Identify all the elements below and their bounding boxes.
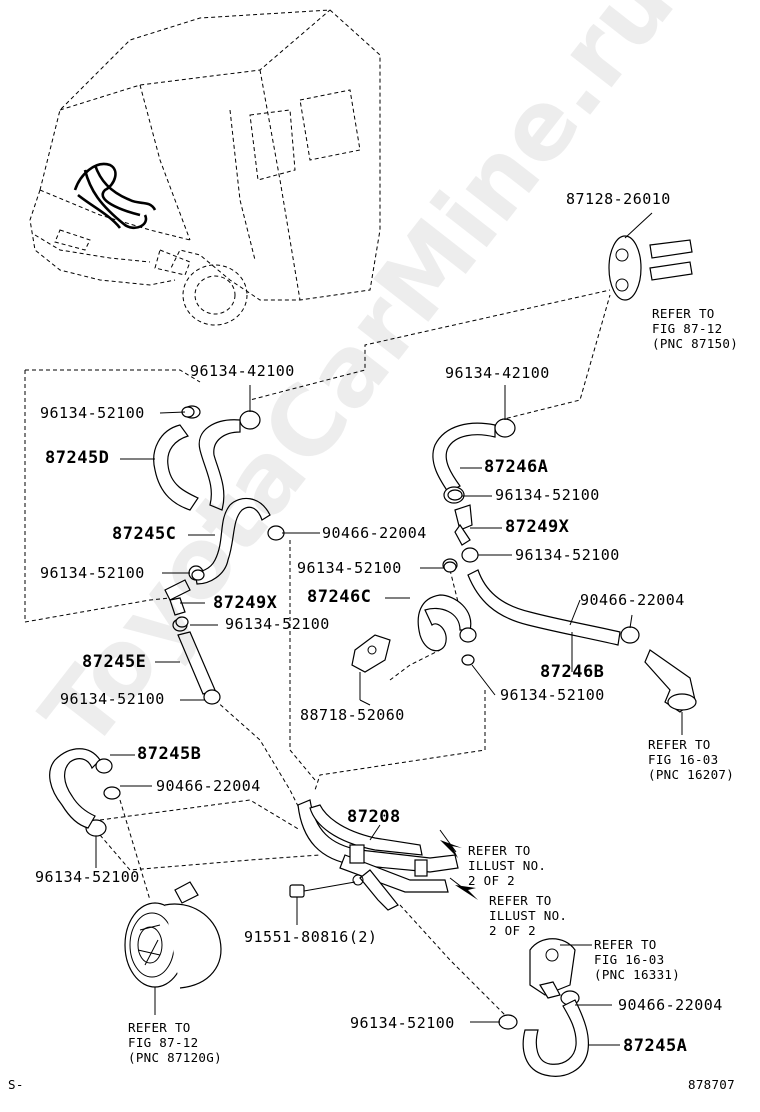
clamp-label-96134-52100: 96134-52100: [60, 690, 165, 708]
assembly-label-87208: 87208: [347, 807, 401, 827]
hose-87245E: [177, 631, 221, 705]
clip-label-90466-22004: 90466-22004: [618, 996, 723, 1014]
grommet-87128: [608, 235, 693, 301]
hose-87245B: [49, 748, 113, 829]
compressor-pump: [124, 881, 222, 1015]
clamp-label-96134-52100: 96134-52100: [350, 1014, 455, 1032]
clamp-label-96134-52100: 96134-52100: [40, 404, 145, 422]
clamp-label-96134-42100-right: 96134-42100: [445, 364, 550, 382]
clip-label-90466-22004: 90466-22004: [156, 777, 261, 795]
hose-label-87245B: 87245B: [137, 744, 202, 764]
part-label-87128: 87128-26010: [566, 190, 671, 208]
hose-label-87246A: 87246A: [484, 457, 549, 477]
bracket-88718: [351, 634, 391, 700]
clamp-label-96134-42100-left: 96134-42100: [190, 362, 295, 380]
clamp-label-96134-52100: 96134-52100: [225, 615, 330, 633]
bolt-91551: [289, 881, 356, 925]
refer-note-illust-b: REFER TO ILLUST NO. 2 OF 2: [489, 893, 568, 938]
illustration-number: 878707: [688, 1077, 735, 1092]
clamp-label-96134-52100: 96134-52100: [500, 686, 605, 704]
refer-note-fig-87-12-lower: REFER TO FIG 87-12 (PNC 87120G): [128, 1020, 222, 1065]
clamp-label-96134-52100: 96134-52100: [35, 868, 140, 886]
joint-label-87249X: 87249X: [213, 593, 278, 613]
hose-label-87245A: 87245A: [623, 1036, 688, 1056]
hose-label-87246B: 87246B: [540, 662, 605, 682]
corner-code-left: S-: [8, 1077, 24, 1092]
joint-87249X-right: [454, 504, 479, 563]
clamp-label-96134-52100: 96134-52100: [40, 564, 145, 582]
part-label-88718-52060: 88718-52060: [300, 706, 405, 724]
hose-87245A: [522, 999, 590, 1077]
clip-label-90466-22004: 90466-22004: [580, 591, 685, 609]
clip-label-90466-22004: 90466-22004: [322, 524, 427, 542]
hose-87246B: [467, 569, 697, 713]
clamp-label-96134-52100: 96134-52100: [495, 486, 600, 504]
refer-note-illust-a: REFER TO ILLUST NO. 2 OF 2: [468, 843, 547, 888]
hose-assembly-87208: [297, 799, 459, 911]
leader-lines: [95, 212, 683, 1046]
hose-label-87245E: 87245E: [82, 652, 147, 672]
clamp-label-96134-52100: 96134-52100: [515, 546, 620, 564]
water-outlet: [529, 938, 576, 999]
hose-87246C: [417, 558, 477, 652]
hose-87245D: [153, 405, 261, 511]
clamps: [85, 406, 580, 1030]
hose-label-87245D: 87245D: [45, 448, 110, 468]
clamp-label-96134-52100: 96134-52100: [297, 559, 402, 577]
hose-label-87245C: 87245C: [112, 524, 177, 544]
hose-label-87246C: 87246C: [307, 587, 372, 607]
bolt-label-91551-80816: 91551-80816(2): [244, 928, 378, 946]
joint-label-87249X: 87249X: [505, 517, 570, 537]
arrows: [439, 829, 478, 900]
refer-note-fig-87-12-upper: REFER TO FIG 87-12 (PNC 87150): [652, 306, 739, 351]
vehicle-outline: [29, 9, 381, 326]
refer-note-fig-16-03-lower: REFER TO FIG 16-03 (PNC 16331): [594, 937, 681, 982]
refer-note-fig-16-03-upper: REFER TO FIG 16-03 (PNC 16207): [648, 737, 735, 782]
